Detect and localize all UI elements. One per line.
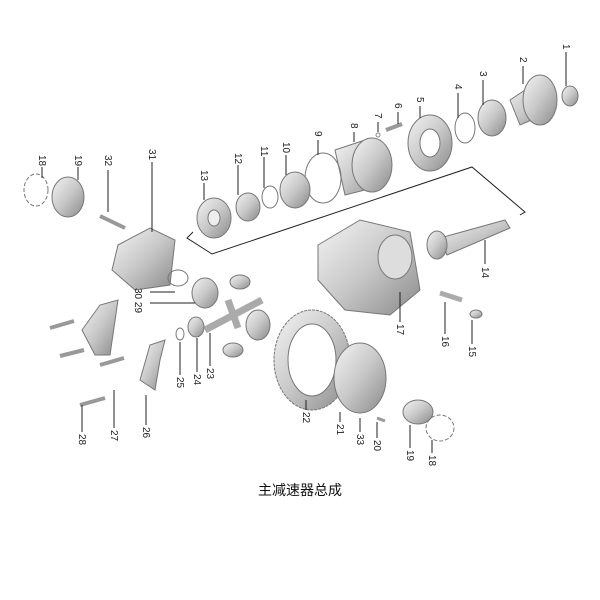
part-31-diff-case <box>111 227 176 291</box>
label-16: 16 <box>439 336 450 348</box>
leader-lines <box>41 52 567 453</box>
label-8: 8 <box>348 123 359 129</box>
part-28-bolt <box>79 396 106 407</box>
label-3: 3 <box>477 71 488 77</box>
part-24-gear <box>187 316 205 338</box>
part-13-hole <box>207 209 221 227</box>
label-25: 25 <box>174 377 185 389</box>
label-6: 6 <box>392 103 403 109</box>
part-2-flange-face <box>522 74 558 126</box>
part-4-ring <box>454 112 476 144</box>
label-18-right: 18 <box>426 455 437 467</box>
part-16-pin <box>439 290 463 303</box>
part-12-spacer <box>235 192 261 222</box>
label-17: 17 <box>394 324 405 336</box>
part-8-face <box>351 137 393 193</box>
label-23: 23 <box>204 368 215 380</box>
part-5-hole <box>419 128 441 158</box>
part-18-nut-right <box>425 414 455 442</box>
label-27: 27 <box>108 430 119 442</box>
label-13: 13 <box>198 170 209 182</box>
part-26-bearing-cap <box>139 339 166 391</box>
label-31: 31 <box>146 149 157 161</box>
label-19-left: 19 <box>72 155 83 167</box>
part-15-plug <box>469 309 483 319</box>
bracket-line <box>186 166 526 255</box>
part-9-gasket <box>304 152 342 204</box>
label-26: 26 <box>140 427 151 439</box>
part-planet-gear-top <box>229 274 251 290</box>
part-14-pinion-gear <box>426 230 448 260</box>
label-20: 20 <box>371 440 382 452</box>
part-bolt-a <box>49 319 75 330</box>
label-24: 24 <box>191 374 202 386</box>
label-15: 15 <box>466 346 477 358</box>
part-21-case-half <box>333 342 387 414</box>
label-32: 32 <box>102 155 113 167</box>
parts <box>23 74 579 442</box>
part-25-washer <box>175 327 185 341</box>
label-33: 33 <box>354 434 365 446</box>
part-14-pinion-shaft <box>439 219 511 256</box>
label-28: 28 <box>76 434 87 446</box>
diagram-title: 主减速器总成 <box>258 483 342 499</box>
part-10-bearing <box>279 171 311 209</box>
label-10: 10 <box>280 142 291 154</box>
label-1: 1 <box>560 44 571 50</box>
part-18-nut-left <box>23 173 49 207</box>
label-14: 14 <box>479 267 490 279</box>
label-18-left: 18 <box>36 155 47 167</box>
part-30-washer <box>167 269 189 287</box>
label-4: 4 <box>452 84 463 90</box>
label-12: 12 <box>232 153 243 165</box>
label-21: 21 <box>334 424 345 436</box>
part-23-spider <box>203 296 264 334</box>
label-19-right: 19 <box>404 450 415 462</box>
part-gear-right <box>245 309 271 341</box>
label-30-29: 30 29 <box>132 288 143 313</box>
part-cap-upper <box>81 299 119 356</box>
part-6-bolt <box>385 122 403 132</box>
label-9: 9 <box>312 131 323 137</box>
part-11-ring <box>261 185 279 209</box>
part-3-sleeve <box>477 99 507 137</box>
part-bolt-b <box>59 348 85 358</box>
part-7-washer <box>375 132 381 138</box>
part-19-bearing-right <box>402 399 434 425</box>
part-19-bearing-left <box>51 176 85 218</box>
label-5: 5 <box>414 97 425 103</box>
part-number-labels: 1 2 3 4 5 6 7 8 9 10 11 12 13 14 15 16 1… <box>36 44 571 467</box>
label-2: 2 <box>517 57 528 63</box>
label-22: 22 <box>300 412 311 424</box>
part-1-nut <box>561 85 579 107</box>
part-bolt-c <box>99 356 125 367</box>
part-17-bore <box>377 234 413 280</box>
label-7: 7 <box>372 113 383 119</box>
part-20-pin <box>376 416 386 423</box>
label-11: 11 <box>258 146 269 157</box>
part-planet-gear-bottom <box>222 342 244 358</box>
part-29-side-gear <box>191 277 219 309</box>
part-22-ring-hole <box>287 323 337 397</box>
part-32-bolt <box>99 214 126 230</box>
